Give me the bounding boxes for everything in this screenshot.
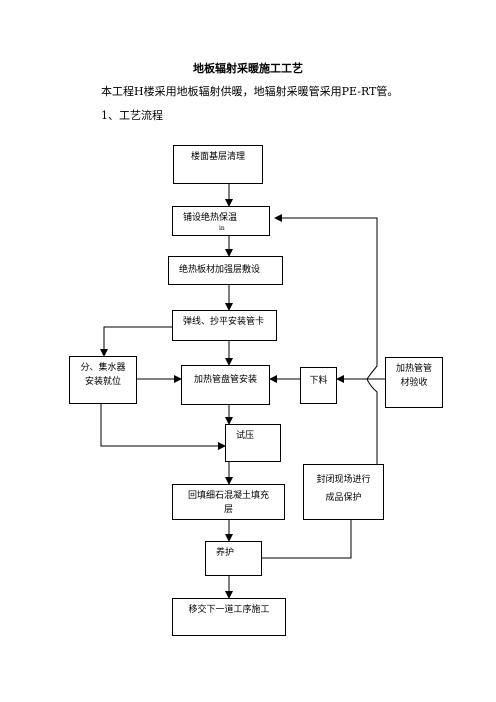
step-marking: 弹线、抄平安装管卡: [172, 310, 277, 341]
step-handover: 移交下一道工序施工: [172, 598, 286, 636]
step-label: 铺设绝热保温: [183, 213, 238, 223]
step-site-protection: 封闭现场进行 成品保护: [303, 464, 384, 520]
step-label: 移交下一道工序施工: [188, 605, 270, 615]
step-reinforce-layer: 绝热板材加强层敷设: [168, 256, 283, 285]
step-manifold: 分、集水器 安装就位: [69, 356, 137, 404]
step-label: 材验收: [400, 378, 428, 388]
step-cutting: 下料: [300, 367, 337, 404]
step-label: 绝热板材加强层敷设: [179, 265, 261, 275]
arrow-marking-to-manifold: [100, 326, 172, 357]
step-label: 下料: [309, 376, 328, 386]
step-curing: 养护: [205, 541, 262, 576]
arrow-manifold-to-test: [100, 404, 226, 450]
step-coil-install: 加热管盘管安装: [181, 365, 270, 405]
step-label: 分、集水器: [80, 363, 126, 373]
line-protection-to-curing: [262, 520, 352, 559]
step-label: 回填细石混凝土填充: [187, 491, 269, 501]
step-label: 加热管管: [395, 364, 432, 374]
step-label: 试压: [236, 431, 255, 441]
step-label: 安装就位: [84, 377, 121, 387]
step-backfill: 回填细石混凝土填充 层: [172, 484, 285, 520]
step-pressure-test: 试压: [225, 424, 281, 462]
step-label-fragment: in: [219, 225, 225, 232]
step-label: 加热管盘管安装: [193, 375, 257, 385]
step-floor-clean: 楼面基层清理: [173, 145, 263, 184]
step-material-inspection: 加热管管 材验收: [385, 357, 443, 408]
arrow-protection-to-insulation: [274, 214, 378, 464]
document-title: 地板辐射采暖施工工艺: [193, 62, 303, 75]
step-label: 层: [223, 505, 233, 515]
step-label: 成品保护: [325, 493, 362, 503]
step-label: 封闭现场进行: [316, 475, 371, 485]
step-label: 弹线、抄平安装管卡: [183, 317, 265, 327]
section-heading: 1、工艺流程: [101, 109, 163, 122]
step-label: 养护: [216, 548, 235, 558]
step-insulation: 铺设绝热保温 in: [172, 206, 270, 236]
intro-paragraph: 本工程H楼采用地板辐射供暖，地辐射采暖管采用PE-RT管。: [101, 85, 399, 98]
step-label: 楼面基层清理: [190, 152, 245, 162]
